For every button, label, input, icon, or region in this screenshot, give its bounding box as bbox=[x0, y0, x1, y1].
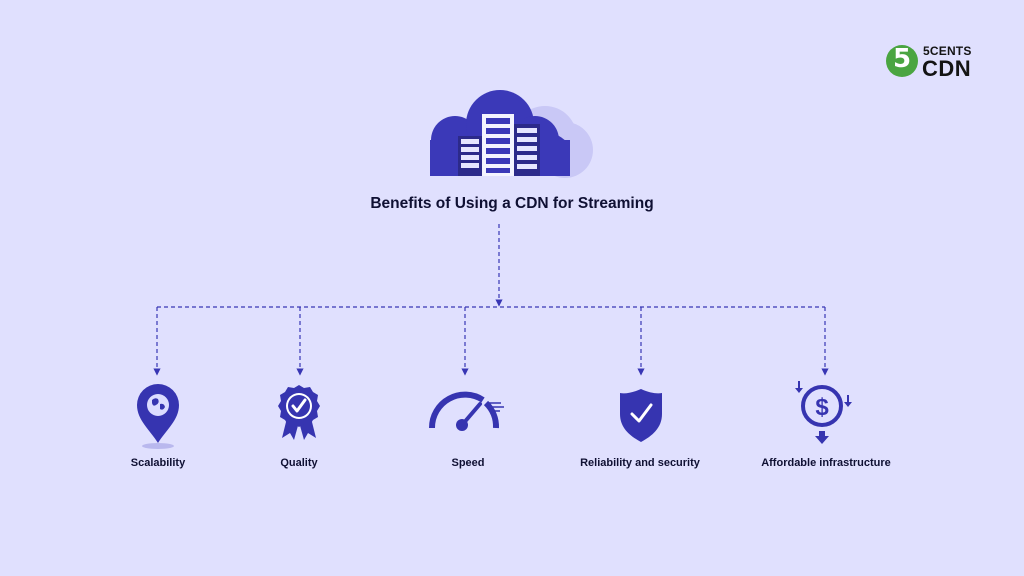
label-reliability-security: Reliability and security bbox=[580, 457, 700, 469]
logo-number: 5 bbox=[892, 44, 912, 74]
label-speed: Speed bbox=[451, 457, 485, 469]
cloud-server-icon bbox=[430, 90, 593, 178]
award-badge-check-icon bbox=[278, 385, 320, 440]
logo-top-text: 5CENTS bbox=[923, 44, 972, 58]
diagram-title: Benefits of Using a CDN for Streaming bbox=[370, 195, 654, 212]
label-quality: Quality bbox=[280, 457, 318, 469]
label-scalability: Scalability bbox=[130, 457, 186, 469]
connector-lines bbox=[153, 224, 829, 376]
logo-badge bbox=[886, 45, 918, 77]
speedometer-icon bbox=[428, 391, 504, 431]
shield-check-icon bbox=[620, 389, 662, 442]
location-pin-globe-icon bbox=[137, 384, 179, 449]
svg-text:$: $ bbox=[815, 394, 829, 421]
dollar-cost-down-icon: $ bbox=[795, 381, 852, 444]
brand-logo: 5 5CENTS CDN bbox=[884, 43, 984, 83]
logo-bottom-text: CDN bbox=[922, 56, 972, 81]
label-affordable-infrastructure: Affordable infrastructure bbox=[761, 457, 891, 469]
